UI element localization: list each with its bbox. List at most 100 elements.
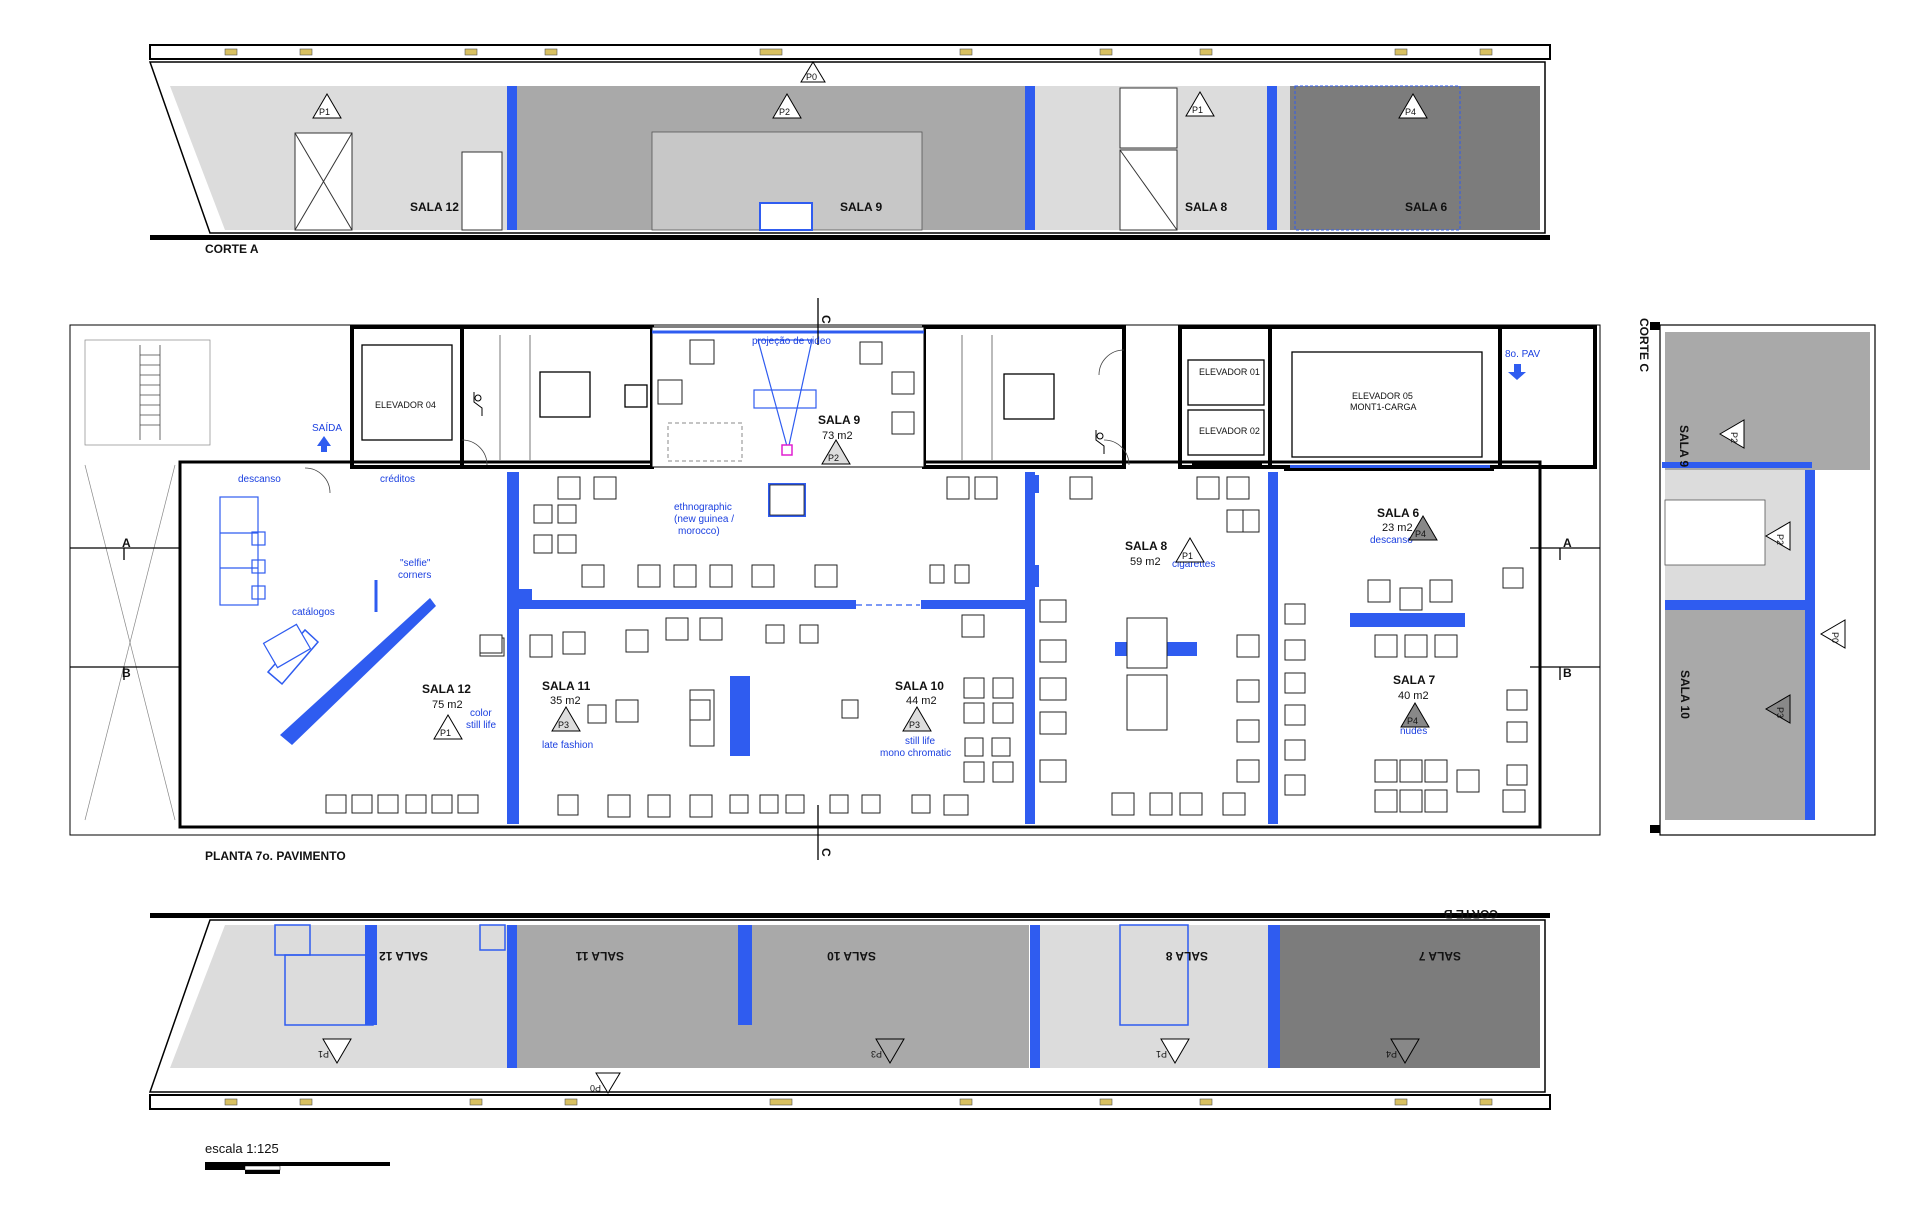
svg-text:44 m2: 44 m2 [906, 695, 937, 707]
mont-carga-label: MONT1-CARGA [1350, 402, 1417, 412]
svg-text:P3: P3 [909, 720, 920, 730]
room-sala-8: SALA 8 59 m2 [1125, 539, 1168, 568]
note-color: color [470, 708, 492, 719]
scale-label: escala 1:125 [205, 1141, 279, 1156]
level-marker-sala-6: P4 [1408, 515, 1438, 541]
svg-text:P1: P1 [319, 107, 330, 117]
svg-text:P2: P2 [1775, 534, 1785, 545]
level-marker: P4 [1398, 93, 1428, 119]
svg-text:SALA 10: SALA 10 [895, 679, 944, 693]
svg-text:P4: P4 [1415, 529, 1426, 539]
level-marker-sala-9: P2 [821, 439, 851, 465]
section-mark-c-bottom: C [819, 848, 833, 857]
corte-b-room-sala-8: SALA 8 [1165, 949, 1208, 963]
svg-text:SALA 9: SALA 9 [818, 413, 861, 427]
svg-text:SALA 11: SALA 11 [542, 679, 591, 693]
corte-b-room-sala-10: SALA 10 [827, 949, 876, 963]
level-marker-sala-12: P1 [433, 714, 463, 740]
svg-text:P1: P1 [440, 728, 451, 738]
svg-text:P2: P2 [779, 107, 790, 117]
level-marker: P1 [312, 93, 342, 119]
svg-text:P3: P3 [558, 720, 569, 730]
section-mark-b-right: B [1563, 666, 1572, 680]
corte-a-section: CORTE A SALA 12 SALA 9 SALA 8 SALA 6 P0 … [148, 44, 1551, 256]
corte-b-room-sala-12: SALA 12 [379, 949, 428, 963]
note-descanso: descanso [238, 474, 281, 485]
level-marker: P4 [1386, 1038, 1420, 1064]
elevator-05-label: ELEVADOR 05 [1352, 391, 1413, 401]
corte-a-title: CORTE A [205, 242, 259, 256]
note-morocco: morocco) [678, 526, 720, 537]
note-catalogos: catálogos [292, 607, 335, 618]
scale-bar: escala 1:125 [205, 1141, 390, 1174]
level-marker: P1 [318, 1038, 352, 1064]
note-cigarettes: cigarettes [1172, 559, 1215, 570]
corte-b-title: CORTE B [1444, 907, 1498, 921]
section-mark-b-left: B [122, 666, 131, 680]
elevator-02-label: ELEVADOR 02 [1199, 426, 1260, 436]
svg-text:SALA 6: SALA 6 [1377, 506, 1420, 520]
svg-text:73 m2: 73 m2 [822, 430, 853, 442]
elevator-01-label: ELEVADOR 01 [1199, 367, 1260, 377]
corte-c-room-sala-10: SALA 10 [1678, 670, 1692, 719]
svg-text:35 m2: 35 m2 [550, 695, 581, 707]
level-marker: P2 [1719, 419, 1745, 449]
elevator-04-label: ELEVADOR 04 [375, 400, 436, 410]
svg-text:SALA 7: SALA 7 [1393, 673, 1436, 687]
level-marker-sala-8: P1 [1175, 537, 1205, 563]
level-marker: P3 [871, 1038, 905, 1064]
next-floor-label: 8o. PAV [1505, 349, 1541, 360]
corte-a-room-sala-9: SALA 9 [840, 200, 883, 214]
corte-a-room-sala-12: SALA 12 [410, 200, 459, 214]
svg-text:P4: P4 [1405, 107, 1416, 117]
corte-a-room-sala-6: SALA 6 [1405, 200, 1448, 214]
level-marker-sala-7: P4 [1400, 702, 1430, 728]
note-creditos: créditos [380, 474, 415, 485]
room-sala-11: SALA 11 35 m2 [542, 679, 591, 707]
svg-text:SALA 8: SALA 8 [1125, 539, 1168, 553]
corte-a-roof [149, 44, 1551, 60]
note-projecao: projeção de video [752, 336, 831, 347]
note-mono-chromatic: mono chromatic [880, 748, 951, 759]
level-marker: P0 [800, 61, 826, 83]
level-marker: P0 [590, 1072, 621, 1094]
corte-c-section: CORTE C SALA 9 SALA 10 P2 P2 P0 P3 [1637, 318, 1876, 836]
corte-b-room-sala-11: SALA 11 [575, 949, 624, 963]
note-descanso-6: descanso [1370, 535, 1413, 546]
level-marker: P3 [1765, 694, 1791, 724]
svg-text:59 m2: 59 m2 [1130, 556, 1161, 568]
svg-text:P2: P2 [828, 453, 839, 463]
svg-text:P1: P1 [1182, 551, 1193, 561]
level-marker: P1 [1156, 1038, 1190, 1064]
note-ethnographic: ethnographic [674, 502, 732, 513]
level-marker: P2 [772, 93, 802, 119]
svg-text:P4: P4 [1386, 1049, 1397, 1059]
exit-label: SAÍDA [312, 421, 342, 434]
section-mark-c-top: C [819, 315, 833, 324]
note-new-guinea: (new guinea / [674, 514, 734, 525]
svg-text:P1: P1 [318, 1049, 329, 1059]
note-still-life: still life [466, 720, 496, 731]
corte-b-section: CORTE B SALA 12 SALA 11 SALA 10 SALA 8 S… [148, 907, 1551, 1110]
note-still-life-10: still life [905, 736, 935, 747]
level-marker-sala-11: P3 [551, 706, 581, 732]
corte-b-room-sala-7: SALA 7 [1418, 949, 1461, 963]
corte-c-title: CORTE C [1637, 318, 1651, 372]
svg-text:P4: P4 [1407, 716, 1418, 726]
level-marker: P0 [1820, 619, 1846, 649]
svg-text:P1: P1 [1192, 105, 1203, 115]
note-corners: corners [398, 570, 431, 581]
svg-text:P0: P0 [590, 1083, 601, 1093]
level-marker: P2 [1765, 521, 1791, 551]
corte-a-room-sala-8: SALA 8 [1185, 200, 1228, 214]
room-sala-6: SALA 6 23 m2 [1377, 506, 1420, 534]
section-mark-a-right: A [1563, 536, 1572, 550]
section-mark-a-left: A [122, 536, 131, 550]
svg-text:P2: P2 [1729, 432, 1739, 443]
svg-text:P1: P1 [1156, 1049, 1167, 1059]
note-nudes: nudes [1400, 726, 1427, 737]
svg-text:P3: P3 [871, 1049, 882, 1059]
exit-arrow-icon [317, 436, 331, 452]
svg-text:P0: P0 [806, 72, 817, 82]
